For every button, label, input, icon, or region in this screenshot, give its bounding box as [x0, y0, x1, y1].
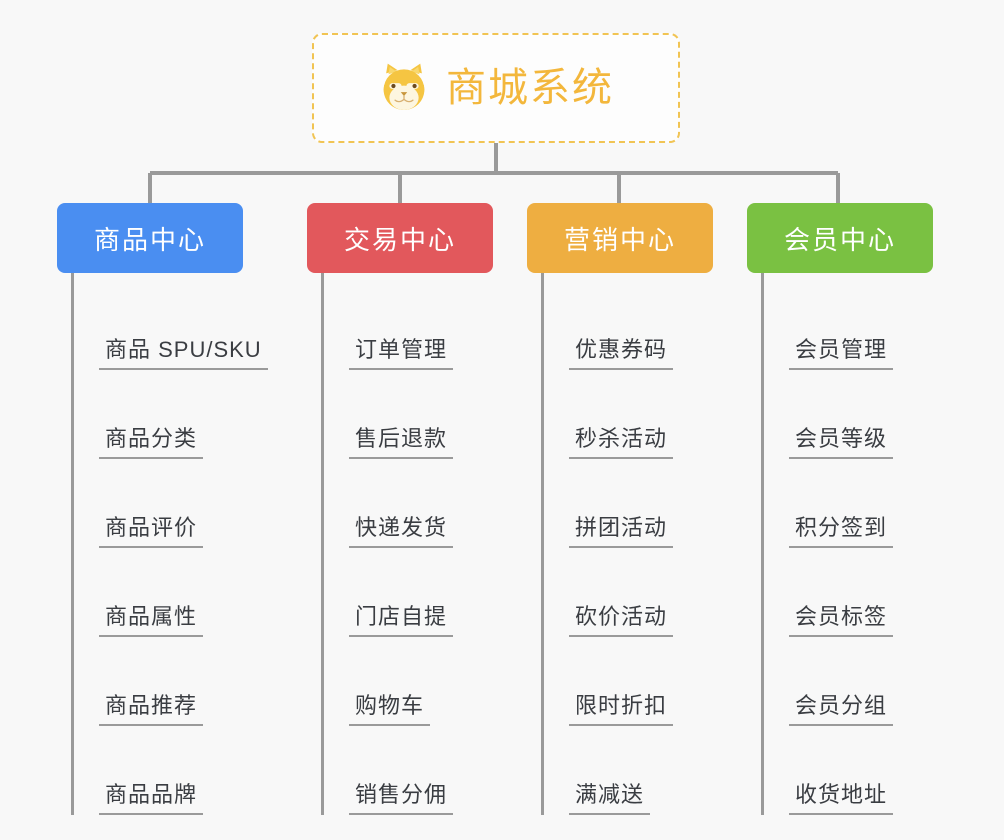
branch-header-2[interactable]: 营销中心	[527, 203, 713, 273]
leaf-item[interactable]: 购物车	[307, 637, 527, 726]
shiba-dog-icon	[383, 63, 425, 110]
branch-column-1: 交易中心订单管理售后退款快递发货门店自提购物车销售分佣	[307, 203, 527, 815]
leaf-item[interactable]: 商品品牌	[57, 726, 307, 815]
leaf-label: 商品评价	[99, 515, 204, 548]
leaf-label: 拼团活动	[569, 515, 674, 548]
branch-column-2: 营销中心优惠券码秒杀活动拼团活动砍价活动限时折扣满减送	[527, 203, 747, 815]
leaf-item[interactable]: 优惠券码	[527, 281, 747, 370]
branch-spine-3	[761, 273, 764, 815]
branch-items-0: 商品 SPU/SKU 商品分类商品评价商品属性商品推荐商品品牌	[57, 273, 307, 815]
leaf-item[interactable]: 快递发货	[307, 459, 527, 548]
leaf-item[interactable]: 门店自提	[307, 548, 527, 637]
leaf-item[interactable]: 商品推荐	[57, 637, 307, 726]
branch-items-2: 优惠券码秒杀活动拼团活动砍价活动限时折扣满减送	[527, 273, 747, 815]
branch-spine-1	[321, 273, 324, 815]
leaf-label: 会员等级	[789, 426, 894, 459]
branch-items-1: 订单管理售后退款快递发货门店自提购物车销售分佣	[307, 273, 527, 815]
leaf-item[interactable]: 会员等级	[747, 370, 977, 459]
branch-spine-2	[541, 273, 544, 815]
leaf-label: 商品品牌	[99, 782, 204, 815]
leaf-item[interactable]: 会员分组	[747, 637, 977, 726]
root-node[interactable]: 商城系统	[312, 33, 680, 143]
leaf-item[interactable]: 销售分佣	[307, 726, 527, 815]
leaf-label: 满减送	[569, 782, 651, 815]
leaf-label: 会员标签	[789, 604, 894, 637]
branch-header-1[interactable]: 交易中心	[307, 203, 493, 273]
leaf-item[interactable]: 商品评价	[57, 459, 307, 548]
leaf-label: 销售分佣	[349, 782, 454, 815]
leaf-label: 会员分组	[789, 693, 894, 726]
leaf-item[interactable]: 订单管理	[307, 281, 527, 370]
leaf-item[interactable]: 满减送	[527, 726, 747, 815]
leaf-item[interactable]: 商品属性	[57, 548, 307, 637]
leaf-label: 秒杀活动	[569, 426, 674, 459]
leaf-item[interactable]: 售后退款	[307, 370, 527, 459]
leaf-label: 砍价活动	[569, 604, 674, 637]
branch-header-0[interactable]: 商品中心	[57, 203, 243, 273]
leaf-label: 商品分类	[99, 426, 204, 459]
leaf-item[interactable]: 积分签到	[747, 459, 977, 548]
leaf-item[interactable]: 商品分类	[57, 370, 307, 459]
leaf-label: 限时折扣	[569, 693, 674, 726]
branch-spine-0	[71, 273, 74, 815]
leaf-item[interactable]: 收货地址	[747, 726, 977, 815]
branch-column-0: 商品中心商品 SPU/SKU 商品分类商品评价商品属性商品推荐商品品牌	[57, 203, 307, 815]
leaf-item[interactable]: 会员管理	[747, 281, 977, 370]
leaf-label: 优惠券码	[569, 337, 674, 370]
leaf-item[interactable]: 商品 SPU/SKU	[57, 281, 307, 370]
leaf-item[interactable]: 砍价活动	[527, 548, 747, 637]
leaf-item[interactable]: 限时折扣	[527, 637, 747, 726]
leaf-label: 商品属性	[99, 604, 204, 637]
branch-items-3: 会员管理会员等级积分签到会员标签会员分组收货地址	[747, 273, 977, 815]
root-title: 商城系统	[446, 66, 614, 110]
leaf-label: 售后退款	[349, 426, 454, 459]
branch-header-3[interactable]: 会员中心	[747, 203, 933, 273]
leaf-item[interactable]: 会员标签	[747, 548, 977, 637]
leaf-label: 收货地址	[789, 782, 894, 815]
leaf-label: 积分签到	[789, 515, 894, 548]
leaf-label: 商品推荐	[99, 693, 204, 726]
leaf-item[interactable]: 秒杀活动	[527, 370, 747, 459]
leaf-label: 购物车	[349, 693, 431, 726]
leaf-label: 门店自提	[349, 604, 454, 637]
leaf-label: 快递发货	[349, 515, 454, 548]
leaf-label: 订单管理	[349, 337, 454, 370]
leaf-item[interactable]: 拼团活动	[527, 459, 747, 548]
branch-column-3: 会员中心会员管理会员等级积分签到会员标签会员分组收货地址	[747, 203, 977, 815]
leaf-label: 会员管理	[789, 337, 894, 370]
leaf-label: 商品 SPU/SKU	[99, 337, 268, 370]
